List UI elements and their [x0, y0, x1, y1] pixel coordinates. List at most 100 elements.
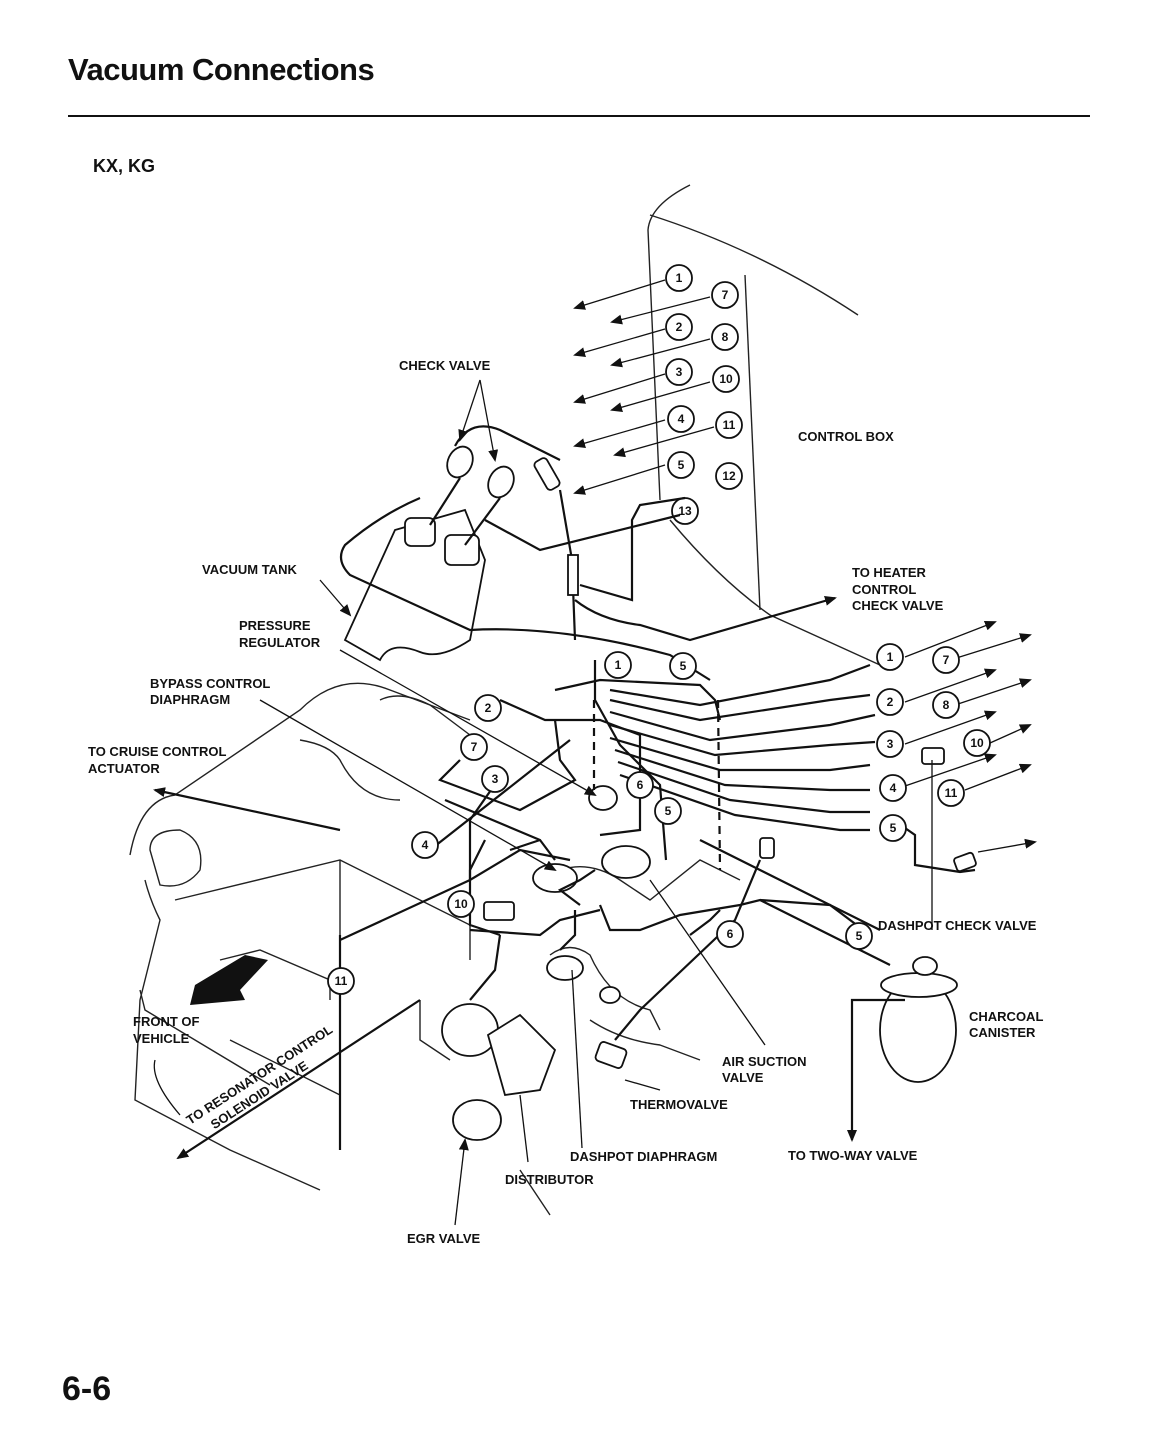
- svg-text:3: 3: [887, 737, 894, 751]
- svg-text:8: 8: [943, 698, 950, 712]
- port-circle: 10: [963, 729, 991, 757]
- svg-text:4: 4: [678, 412, 685, 426]
- port-circle: 4: [411, 831, 439, 859]
- port-circle: 5: [669, 652, 697, 680]
- port-circle: 11: [715, 411, 743, 439]
- right-bank-ports: 1 7 2 8 3 10 4 11 5: [876, 643, 991, 842]
- port-circle: 10: [712, 365, 740, 393]
- model-code: KX, KG: [93, 156, 156, 176]
- svg-text:12: 12: [722, 469, 736, 483]
- svg-text:10: 10: [719, 372, 733, 386]
- port-circle: 2: [876, 688, 904, 716]
- port-circle: 5: [879, 814, 907, 842]
- port-circle: 10: [447, 890, 475, 918]
- svg-text:7: 7: [722, 288, 729, 302]
- port-circle: 2: [474, 694, 502, 722]
- label-thermovalve: THERMOVALVE: [630, 1097, 728, 1112]
- port-circle: 5: [654, 797, 682, 825]
- svg-text:10: 10: [970, 736, 984, 750]
- label-cruise-1: TO CRUISE CONTROL: [88, 744, 226, 759]
- label-distributor: DISTRIBUTOR: [505, 1172, 594, 1187]
- svg-text:4: 4: [890, 781, 897, 795]
- engine-components: [441, 747, 977, 1141]
- control-box-outline: [647, 184, 881, 666]
- port-circle: 3: [665, 358, 693, 386]
- page-title: Vacuum Connections: [68, 52, 375, 87]
- label-cruise-2: ACTUATOR: [88, 761, 160, 776]
- control-box-ports: 1 7 2 8 3 10 4 11 5 12 13: [573, 264, 743, 525]
- svg-text:5: 5: [665, 804, 672, 818]
- svg-text:3: 3: [492, 772, 499, 786]
- vacuum-tank: [343, 508, 486, 662]
- port-circle: 2: [665, 313, 693, 341]
- check-valves: [446, 445, 561, 499]
- label-charcoal-1: CHARCOAL: [969, 1009, 1043, 1024]
- label-check-valve: CHECK VALVE: [399, 358, 491, 373]
- port-circle: 7: [932, 646, 960, 674]
- label-vacuum-tank: VACUUM TANK: [202, 562, 297, 577]
- upper-hoses: [339, 425, 837, 681]
- check-valve-arrows: [458, 379, 499, 462]
- port-circle: 6: [626, 771, 654, 799]
- right-hose-bank: [592, 620, 1037, 931]
- svg-text:8: 8: [722, 330, 729, 344]
- svg-text:10: 10: [454, 897, 468, 911]
- label-pressure-regulator-1: PRESSURE: [239, 618, 311, 633]
- diagram-labels: CHECK VALVE CONTROL BOX VACUUM TANK PRES…: [88, 358, 1043, 1246]
- svg-text:4: 4: [422, 838, 429, 852]
- leader-lines: [153, 579, 933, 1226]
- svg-text:7: 7: [943, 653, 950, 667]
- label-resonator-1: TO RESONATOR CONTROL: [183, 1022, 335, 1128]
- svg-text:2: 2: [887, 695, 894, 709]
- label-pressure-regulator-2: REGULATOR: [239, 635, 321, 650]
- label-front-2: VEHICLE: [133, 1031, 190, 1046]
- page-number: 6-6: [62, 1370, 112, 1408]
- port-circle: 11: [327, 967, 355, 995]
- svg-text:1: 1: [615, 658, 622, 672]
- label-dashpot-check-valve: DASHPOT CHECK VALVE: [878, 918, 1037, 933]
- label-to-two-way: TO TWO-WAY VALVE: [788, 1148, 918, 1163]
- port-circle: 7: [460, 733, 488, 761]
- label-front-1: FRONT OF: [133, 1014, 199, 1029]
- port-circle: 5: [667, 451, 695, 479]
- label-dashpot-diaphragm: DASHPOT DIAPHRAGM: [570, 1149, 717, 1164]
- svg-text:13: 13: [678, 504, 692, 518]
- svg-text:2: 2: [485, 701, 492, 715]
- svg-text:5: 5: [856, 929, 863, 943]
- port-circle: 11: [937, 779, 965, 807]
- engine-outline: [129, 682, 741, 1216]
- svg-text:3: 3: [676, 365, 683, 379]
- resonator-arrow: [176, 999, 421, 1160]
- label-control-box: CONTROL BOX: [798, 429, 894, 444]
- label-bypass-1: BYPASS CONTROL: [150, 676, 270, 691]
- front-of-vehicle-arrow: [190, 955, 268, 1005]
- label-to-heater-2: CONTROL: [852, 582, 916, 597]
- port-circle: 5: [845, 922, 873, 950]
- port-circle: 13: [671, 497, 699, 525]
- label-to-heater-1: TO HEATER: [852, 565, 927, 580]
- label-air-suction-1: AIR SUCTION: [722, 1054, 807, 1069]
- label-egr-valve: EGR VALVE: [407, 1231, 481, 1246]
- port-circle: 4: [667, 405, 695, 433]
- svg-text:5: 5: [890, 821, 897, 835]
- svg-text:2: 2: [676, 320, 683, 334]
- title-rule: [68, 115, 1090, 117]
- direction-arrows: [153, 787, 421, 1160]
- port-circle: 8: [711, 323, 739, 351]
- label-bypass-2: DIAPHRAGM: [150, 692, 230, 707]
- port-circle: 12: [715, 462, 743, 490]
- svg-text:5: 5: [680, 659, 687, 673]
- port-circle: 1: [604, 651, 632, 679]
- port-circle: 3: [481, 765, 509, 793]
- engine-hoses: [338, 660, 905, 1150]
- port-circle: 4: [879, 774, 907, 802]
- svg-text:11: 11: [945, 786, 958, 800]
- svg-text:6: 6: [637, 778, 644, 792]
- port-circle: 3: [876, 730, 904, 758]
- label-charcoal-2: CANISTER: [969, 1025, 1036, 1040]
- svg-text:11: 11: [723, 418, 736, 432]
- engine-ports: 1 5 2 7 3 6 5 4 10 11 6 5: [327, 651, 873, 995]
- port-circle: 1: [876, 643, 904, 671]
- port-circle: 8: [932, 691, 960, 719]
